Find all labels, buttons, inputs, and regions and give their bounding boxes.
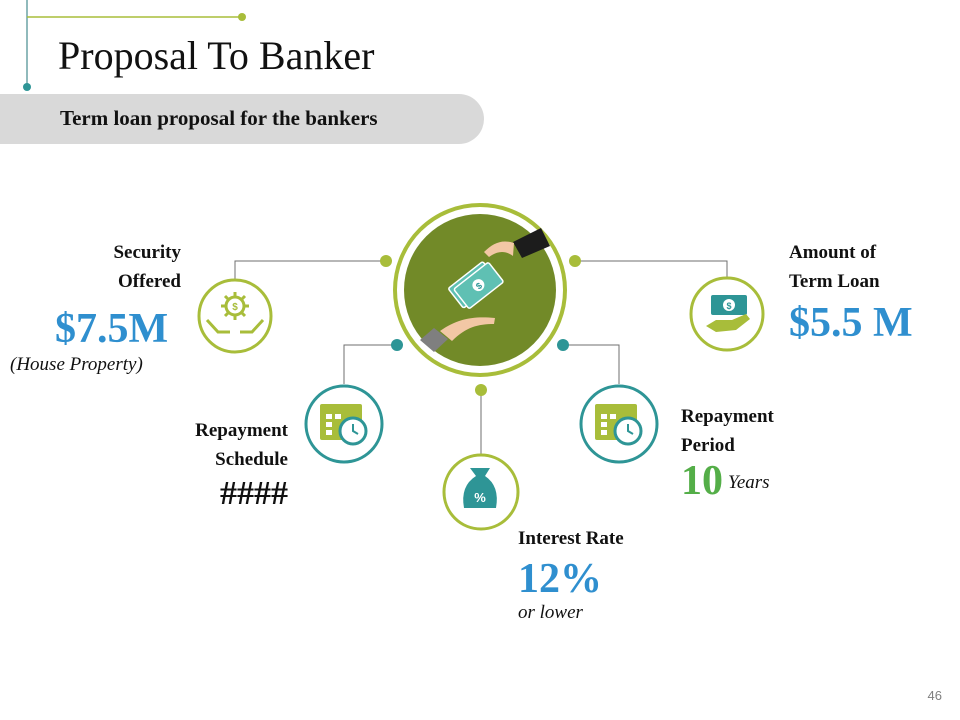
svg-text:$: $ — [726, 301, 731, 311]
security-label-line2: Offered — [118, 271, 181, 292]
subtitle: Term loan proposal for the bankers — [60, 106, 378, 130]
interest-label: Interest Rate — [518, 528, 624, 549]
connector-dots — [380, 255, 581, 396]
page-title: Proposal To Banker — [58, 33, 375, 78]
period-label-line2: Period — [681, 435, 735, 456]
page-number: 46 — [927, 688, 942, 703]
amount-label-line1: Amount of — [789, 242, 877, 263]
interest-note: or lower — [518, 602, 583, 623]
schedule-value: #### — [220, 475, 288, 512]
hands-dollar-gear-icon: $ — [197, 278, 273, 354]
period-unit: Years — [728, 472, 770, 493]
hands-exchanging-money-icon: $ — [393, 203, 567, 377]
svg-text:%: % — [474, 490, 486, 505]
amount-value: $5.5 M — [789, 300, 913, 346]
schedule-label-line2: Schedule — [215, 449, 288, 470]
period-value: 10 — [681, 458, 723, 504]
schedule-label-line1: Repayment — [195, 420, 288, 441]
security-value: $7.5M — [55, 306, 169, 352]
interest-value: 12% — [518, 556, 602, 602]
money-bag-percent-icon: % — [442, 453, 520, 531]
schedule-label: Repayment Schedule — [150, 416, 288, 474]
svg-text:$: $ — [232, 302, 238, 313]
hand-cash-icon: $ — [689, 276, 765, 352]
subtitle-bar — [0, 94, 484, 144]
period-label-line1: Repayment — [681, 406, 774, 427]
calendar-clock-icon — [579, 384, 659, 464]
amount-label-line2: Term Loan — [789, 271, 880, 292]
amount-label: Amount of Term Loan — [789, 238, 880, 296]
security-label-line1: Security — [113, 242, 181, 263]
security-label: Security Offered — [60, 238, 181, 296]
corner-accent — [23, 0, 246, 91]
security-note: (House Property) — [10, 354, 143, 375]
svg-text:$: $ — [474, 280, 484, 291]
connector-lines — [234, 260, 728, 455]
period-label: Repayment Period — [681, 402, 774, 460]
calendar-clock-icon — [304, 384, 384, 464]
